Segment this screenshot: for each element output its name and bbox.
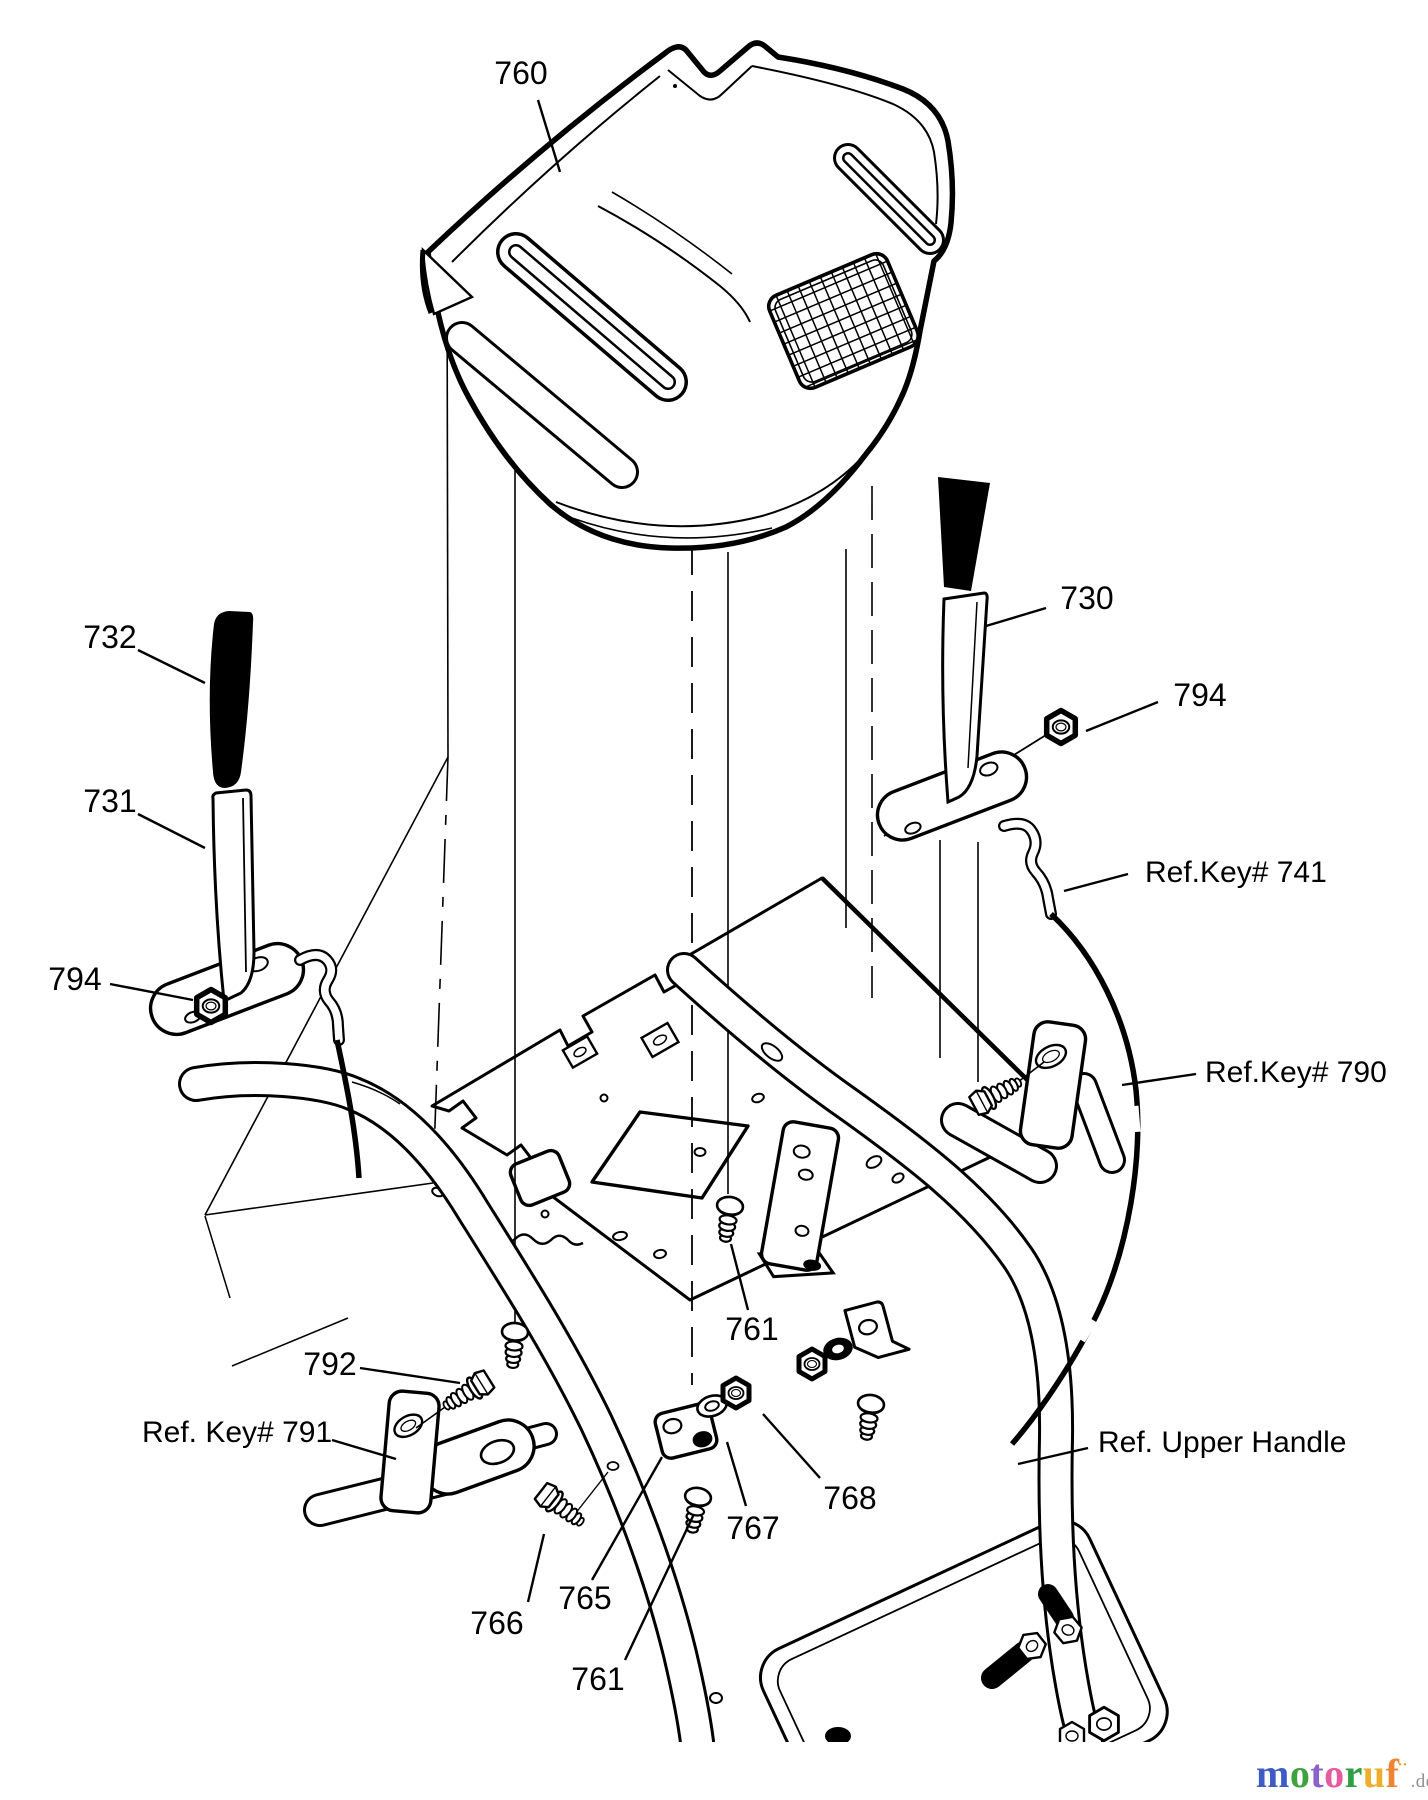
control-panel-cover [419, 40, 956, 551]
part-label-ref-741: Ref.Key# 741 [1145, 856, 1327, 889]
part-label-765: 765 [558, 1580, 611, 1616]
plate-l-bracket [756, 1120, 841, 1279]
part-label-761-top: 761 [725, 1311, 778, 1347]
bracket-790-assembly [940, 1020, 1126, 1184]
leader-lines [109, 99, 1197, 1661]
screw-right [851, 1391, 887, 1443]
tube-hole [760, 1042, 784, 1062]
watermark-letter: f [1385, 1751, 1400, 1796]
cable-741 [1009, 911, 1141, 1446]
watermark-letter: r [1344, 1751, 1363, 1796]
fastener-cluster [498, 1193, 911, 1537]
watermark-logo: motoruf··.de [1256, 1750, 1428, 1797]
screw-plate-left [498, 1320, 530, 1371]
part-label-760: 760 [494, 55, 547, 91]
watermark-letter: m [1256, 1751, 1290, 1796]
watermark-letter: o [1289, 1751, 1311, 1796]
watermark-letter: u [1362, 1751, 1386, 1796]
nut-794-right [1047, 711, 1076, 744]
cable-left [334, 1039, 362, 1179]
part-label-761-bottom: 761 [571, 1661, 624, 1697]
part-label-792: 792 [303, 1346, 356, 1382]
cover-vent-slots [445, 143, 945, 489]
watermark-letter: o [1324, 1751, 1345, 1796]
clamp-765 [653, 1402, 719, 1460]
bolt-792 [436, 1367, 497, 1419]
part-label-794-right: 794 [1173, 677, 1226, 713]
part-label-ref-790: Ref.Key# 790 [1205, 1056, 1387, 1089]
page-margin [0, 1742, 1428, 1800]
part-label-ref-upper-handle: Ref. Upper Handle [1098, 1426, 1346, 1459]
nut-768 [723, 1378, 749, 1408]
lever-731-assembly [148, 788, 362, 1179]
bottom-right-fasteners [825, 1584, 1120, 1752]
part-label-767: 767 [726, 1510, 779, 1546]
part-label-766: 766 [470, 1605, 523, 1641]
console-mounting-plate [430, 876, 1070, 1302]
screw-761-bottom [677, 1484, 714, 1537]
nut-794-left [197, 990, 226, 1023]
part-label-768: 768 [823, 1480, 876, 1516]
angle-bracket-right [843, 1300, 911, 1360]
cover-mesh-window [766, 251, 921, 391]
trim-band-right [938, 477, 990, 591]
part-label-732: 732 [83, 619, 136, 655]
part-label-794-left: 794 [48, 961, 101, 997]
strap-732 [209, 611, 254, 788]
watermark-letter: t [1310, 1751, 1325, 1796]
part-label-730: 730 [1060, 580, 1113, 616]
part-labels: 760 732 731 794 730 794 Ref.Key# 741 Ref… [48, 55, 1386, 1697]
part-label-ref-791: Ref. Key# 791 [142, 1416, 332, 1449]
lever-730-assembly [875, 591, 1141, 1446]
part-label-731: 731 [83, 783, 136, 819]
plate-square-hole [508, 1148, 572, 1208]
bracket-791-assembly [303, 1367, 558, 1527]
watermark-tm-dots: ·· [1397, 1757, 1408, 1773]
nut-right [799, 1349, 825, 1379]
watermark-suffix: .de [1410, 1771, 1428, 1792]
bolt-766 [532, 1479, 592, 1535]
